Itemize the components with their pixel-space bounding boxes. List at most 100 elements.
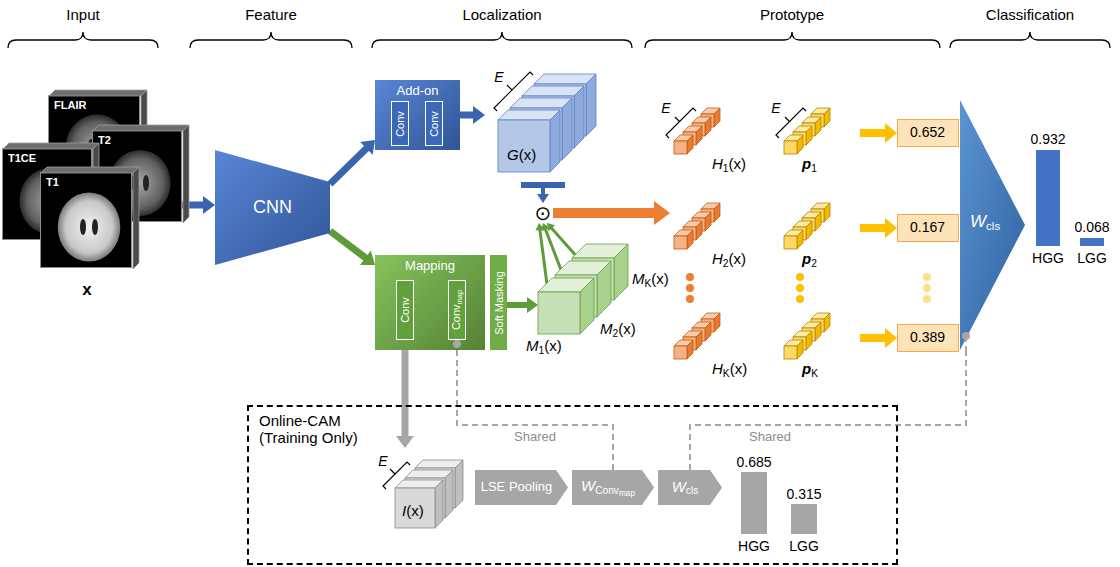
- arrowhead: [203, 196, 215, 214]
- dimension-label: E: [661, 100, 670, 116]
- feature-stack: I(x): [380, 448, 470, 536]
- text-group: Conv: [428, 111, 441, 137]
- section-brace: [8, 32, 158, 48]
- cnn-block: CNN: [215, 150, 330, 265]
- prototype-feature: H2(x): [670, 198, 770, 268]
- text-group: HK(x): [712, 360, 747, 379]
- connector: [860, 218, 897, 238]
- cube-face: [824, 203, 830, 222]
- cube-face: [815, 212, 821, 231]
- text-group: pK: [802, 360, 818, 379]
- text-group: M2(x): [600, 320, 636, 339]
- pentagon-arrow: [475, 470, 568, 505]
- text-group: LSE Pooling: [481, 480, 553, 495]
- node-text: map: [619, 489, 635, 498]
- dimension-label: E: [494, 69, 503, 85]
- text-group: Conv: [394, 111, 407, 137]
- dimension-label: E: [771, 100, 780, 116]
- cube-face: [696, 331, 702, 350]
- text-group: G(x): [507, 146, 536, 163]
- cube-face: [797, 230, 803, 249]
- arrowhead: [527, 297, 538, 313]
- prototype-feature: H1(x): [670, 103, 770, 173]
- class-label: LGG: [1077, 250, 1107, 266]
- node-text: W: [970, 212, 986, 231]
- connector-line: [860, 334, 886, 342]
- node-text: p: [802, 250, 811, 267]
- text-group: 0.652: [910, 124, 945, 140]
- arrowhead: [885, 218, 897, 238]
- connector-line: [540, 229, 548, 292]
- node-shape: [780, 198, 860, 268]
- connector-line: [330, 231, 366, 258]
- cube-face: [614, 244, 628, 300]
- node-text: (x): [406, 502, 424, 519]
- cube-face: [784, 236, 797, 249]
- node-text: W: [672, 478, 686, 495]
- ellipsis-dot: [923, 273, 931, 281]
- text-group: Online-CAM (Training Only): [259, 412, 384, 447]
- share-dot: [453, 340, 461, 348]
- arrowhead: [885, 328, 897, 348]
- connector: [535, 223, 548, 292]
- brain-ventricle: [92, 219, 98, 235]
- node-text: T1CE: [8, 152, 36, 164]
- node-text: H: [712, 155, 723, 172]
- connector: [553, 201, 670, 225]
- text-group: WConvmap: [581, 477, 635, 498]
- text-group: Wcls: [672, 478, 699, 497]
- cube-face: [455, 460, 463, 508]
- cube-face: [797, 340, 803, 359]
- share-dot: [962, 332, 970, 340]
- bar-value: 0.932: [1030, 131, 1065, 147]
- prototype-vector: pK: [780, 308, 860, 378]
- slice-edge: [183, 125, 189, 223]
- node-text: Online-CAM (Training Only): [259, 412, 358, 446]
- section-title: Classification: [986, 6, 1074, 23]
- cube-face: [705, 212, 711, 231]
- slice-edge: [3, 143, 99, 149]
- slice-edge: [41, 167, 139, 173]
- conv-layer: Conv: [391, 101, 409, 146]
- probability-bar: [1036, 150, 1060, 246]
- cube-face: [674, 141, 687, 154]
- cube-face: [714, 108, 720, 127]
- connector-line: [860, 129, 886, 137]
- cube-face: [705, 117, 711, 136]
- ellipsis-dot: [686, 295, 694, 303]
- node-text: 2: [613, 328, 619, 339]
- cube-face: [498, 120, 550, 172]
- connector: [460, 106, 485, 124]
- slice-edge: [49, 90, 147, 96]
- hadamard-product: ⊙: [533, 203, 553, 223]
- connector: [330, 231, 375, 265]
- cube-face: [687, 340, 693, 359]
- cube-face: [687, 230, 693, 249]
- cube-face: [696, 126, 702, 145]
- pentagon-arrow: [572, 470, 654, 505]
- probability-bar: [791, 504, 817, 534]
- text-group: Mapping: [405, 259, 455, 274]
- node-shape: [485, 70, 610, 182]
- cube-face: [806, 126, 812, 145]
- node-text: 1: [811, 163, 817, 174]
- cube-face: [674, 346, 687, 359]
- node-text: H: [712, 360, 723, 377]
- connector-line: [860, 224, 886, 232]
- node-shape: [538, 292, 580, 334]
- addon-block: Add-onConvConv: [375, 80, 460, 150]
- arrowhead: [654, 201, 670, 225]
- node-shape: [780, 308, 860, 378]
- cube-face: [510, 98, 572, 108]
- cube-face: [562, 98, 572, 160]
- text-group: Soft Masking: [492, 271, 505, 335]
- node-text: G: [507, 146, 519, 163]
- node-text: K: [723, 368, 730, 379]
- edge-label: Shared: [512, 430, 558, 445]
- ellipsis-dot: [686, 284, 694, 292]
- text-group: H2(x): [712, 250, 746, 269]
- cube-face: [597, 261, 611, 317]
- node-text: M: [600, 320, 613, 337]
- bar-value: 0.315: [786, 486, 821, 502]
